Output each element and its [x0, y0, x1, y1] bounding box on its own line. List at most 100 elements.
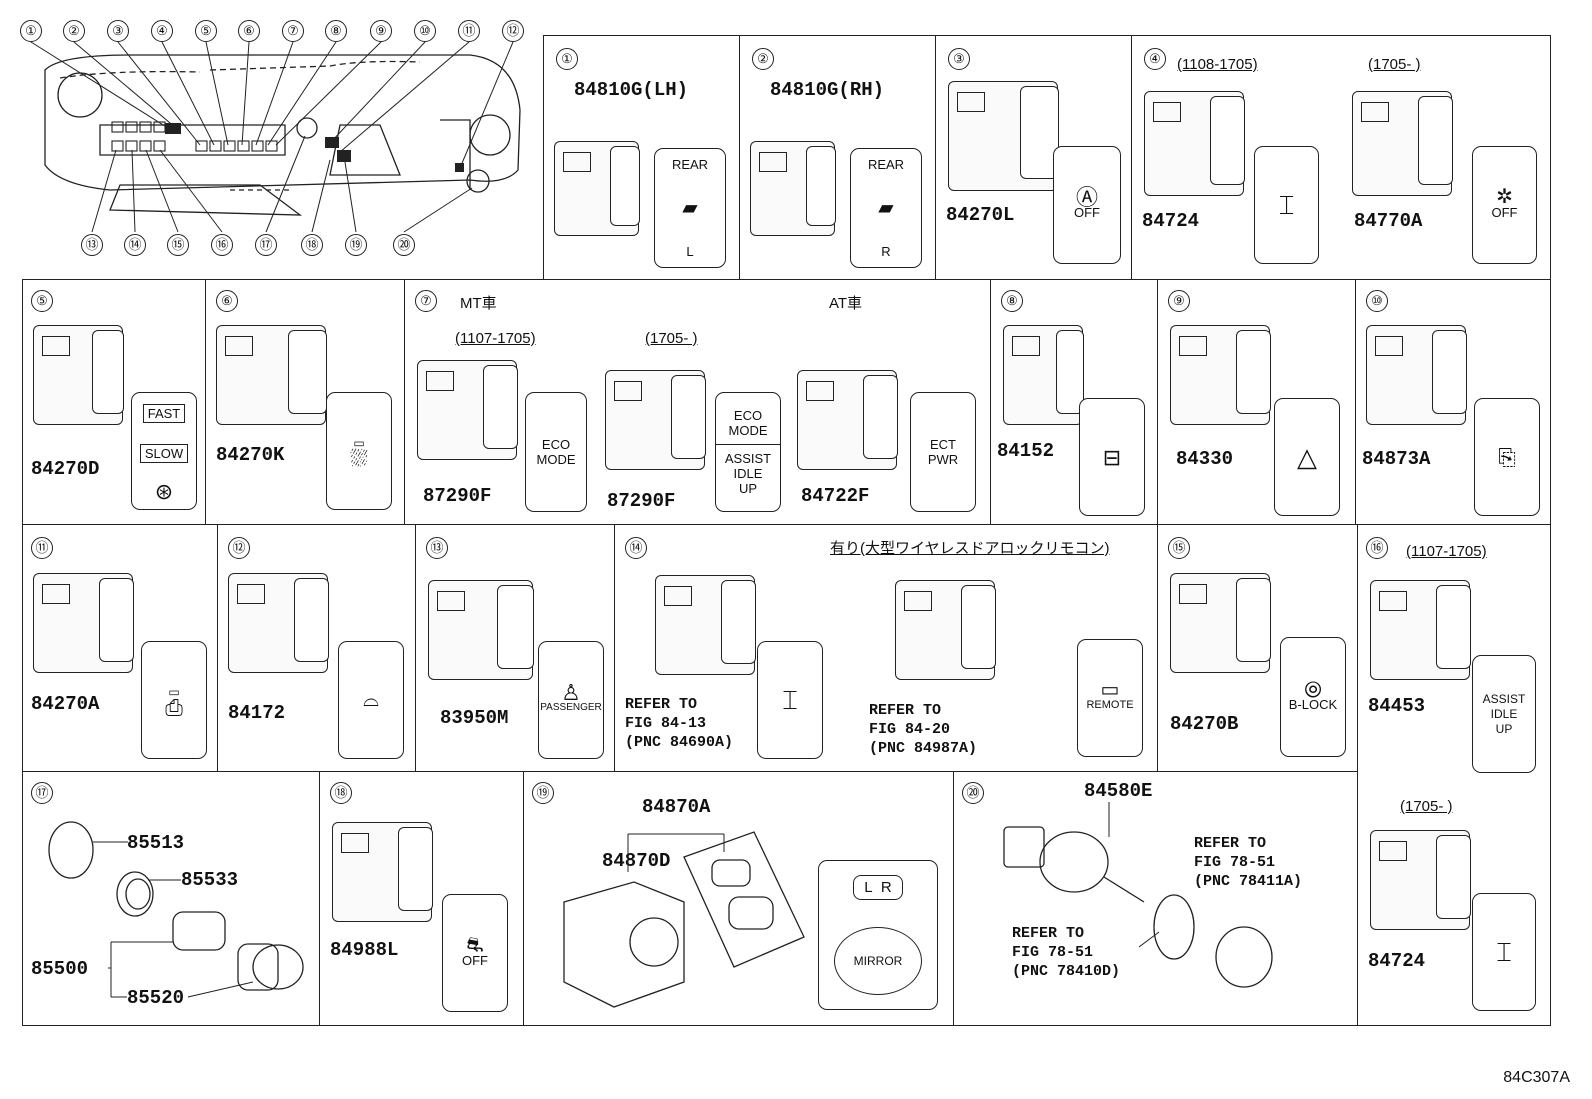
reference-b[interactable]: REFER TO FIG 84-20 (PNC 84987A)	[869, 701, 977, 758]
cell-number: ⑦	[415, 290, 437, 312]
callout-8[interactable]: ⑧	[325, 20, 347, 42]
mirror-heater-switch-illustration	[1003, 802, 1273, 988]
mirror-switch-illustration	[563, 831, 805, 1008]
switch-face-card: ⌓	[338, 641, 404, 759]
part-number[interactable]: 84810G(LH)	[574, 79, 689, 101]
mirror-dial: MIRROR	[834, 927, 922, 996]
card-label-side: R	[881, 244, 891, 259]
part-number[interactable]: 83950M	[440, 707, 509, 729]
part-number[interactable]: 84810G(RH)	[770, 79, 885, 101]
ref-line-1: REFER TO	[1012, 925, 1085, 942]
part-number[interactable]: 84988L	[330, 939, 399, 961]
callout-17[interactable]: ⑰	[255, 234, 277, 256]
callout-5[interactable]: ⑤	[195, 20, 217, 42]
callout-12[interactable]: ⑫	[502, 20, 524, 42]
ref-line-1: REFER TO	[869, 702, 942, 719]
callout-19[interactable]: ⑲	[345, 234, 367, 256]
callout-7[interactable]: ⑦	[282, 20, 304, 42]
range-label-b: (1705- )	[1368, 56, 1421, 73]
callout-4[interactable]: ④	[151, 20, 173, 42]
switch-b	[1352, 91, 1453, 196]
switch-b	[895, 580, 996, 680]
card-label: PASSENGER	[540, 702, 602, 713]
auto-icon: Ⓐ	[1075, 185, 1098, 210]
cell-1: ① 84810G(LH) REAR ▰ L	[543, 35, 740, 280]
vsc-icon: ⛐	[466, 934, 484, 956]
callout-2[interactable]: ②	[63, 20, 85, 42]
4wd-icon: ⌶	[1278, 189, 1295, 220]
part-number-a[interactable]: 84870A	[642, 796, 711, 818]
callout-11[interactable]: ⑪	[458, 20, 480, 42]
part-number[interactable]: 84270L	[946, 204, 1015, 226]
switch	[216, 325, 327, 425]
seat-belt-icon: ♙	[561, 680, 581, 705]
switch-c	[797, 370, 898, 470]
reference-a[interactable]: REFER TO FIG 78-51 (PNC 78411A)	[1194, 834, 1302, 891]
switch-face	[1020, 86, 1059, 179]
callout-18[interactable]: ⑱	[301, 234, 323, 256]
part-number-a[interactable]: 87290F	[423, 485, 492, 507]
reference-b[interactable]: REFER TO FIG 78-51 (PNC 78410D)	[1012, 924, 1120, 981]
switch-face-card-a: ⌶	[757, 641, 823, 759]
switch-face	[610, 146, 640, 226]
card-label: REMOTE	[1086, 699, 1134, 711]
callout-13[interactable]: ⑬	[81, 234, 103, 256]
cell-8: ⑧ 84152 ⊟	[990, 279, 1158, 525]
heater-icon: ⎙	[165, 695, 183, 720]
card-label-r: R	[880, 878, 892, 896]
window-icon: ▰	[682, 196, 698, 219]
switch-face-card: ⎘	[1474, 398, 1540, 516]
range-label-a: (1107-1705)	[455, 330, 536, 347]
cell-17: ⑰ 85513 85533 85500 85520	[22, 771, 320, 1026]
part-number[interactable]: 84270K	[216, 444, 285, 466]
remote-icon: ▭	[1100, 679, 1120, 701]
callout-3[interactable]: ③	[107, 20, 129, 42]
reference-a[interactable]: REFER TO FIG 84-13 (PNC 84690A)	[625, 695, 733, 752]
callout-15[interactable]: ⑮	[167, 234, 189, 256]
part-number-85500[interactable]: 85500	[31, 958, 89, 980]
cell-5: ⑤ 84270D FAST SLOW ⊛	[22, 279, 206, 525]
hazard-icon: △	[1297, 441, 1317, 472]
part-number-b[interactable]: 84724	[1368, 950, 1426, 972]
part-number-85513[interactable]: 85513	[127, 832, 185, 854]
part-number-a[interactable]: 84724	[1142, 210, 1200, 232]
part-number-b[interactable]: 84770A	[1354, 210, 1423, 232]
part-number-b[interactable]: 87290F	[607, 490, 676, 512]
switch-face-card: ⦾ B-LOCK	[1280, 637, 1346, 757]
part-number[interactable]: 84270A	[31, 693, 100, 715]
callout-16[interactable]: ⑯	[211, 234, 233, 256]
callout-1[interactable]: ①	[20, 20, 42, 42]
cell-18: ⑱ 84988L ⛐ OFF	[319, 771, 524, 1026]
part-number-b[interactable]: 84870D	[602, 850, 671, 872]
part-number[interactable]: 84873A	[1362, 448, 1431, 470]
callout-14[interactable]: ⑭	[124, 234, 146, 256]
cell-number: ⑮	[1168, 537, 1190, 559]
part-number-c[interactable]: 84722F	[801, 485, 870, 507]
part-number[interactable]: 84330	[1176, 448, 1234, 470]
part-number-85520[interactable]: 85520	[127, 987, 185, 1009]
part-number-a[interactable]: 84453	[1368, 695, 1426, 717]
part-number-85533[interactable]: 85533	[181, 869, 239, 891]
callout-10[interactable]: ⑩	[414, 20, 436, 42]
callout-9[interactable]: ⑨	[370, 20, 392, 42]
switch-face	[1417, 96, 1453, 185]
range-label-b: (1705- )	[1400, 798, 1453, 815]
part-number[interactable]: 84270B	[1170, 713, 1239, 735]
option-note: 有り(大型ワイヤレスドアロックリモコン)	[830, 540, 1110, 557]
switch-face-card: ▭ ⛆	[326, 392, 392, 510]
cell-number: ⑪	[31, 537, 53, 559]
callout-20[interactable]: ⑳	[393, 234, 415, 256]
switch-face-card: Ⓐ OFF	[1053, 146, 1121, 264]
part-number[interactable]: 84270D	[31, 458, 100, 480]
switch-face	[288, 330, 327, 415]
part-number[interactable]: 84152	[997, 440, 1055, 462]
part-number[interactable]: 84580E	[1084, 780, 1153, 802]
cell-19: ⑲ 84870A 84870D L R MIRROR	[523, 771, 954, 1026]
traction-icon: ✲	[1496, 186, 1513, 208]
switch	[228, 573, 329, 673]
callout-6[interactable]: ⑥	[238, 20, 260, 42]
part-number[interactable]: 84172	[228, 702, 286, 724]
switch-face-card-b: ECO MODE ASSIST IDLE UP	[715, 392, 781, 512]
cell-number: ⑩	[1366, 290, 1388, 312]
cell-number: ⑬	[426, 537, 448, 559]
